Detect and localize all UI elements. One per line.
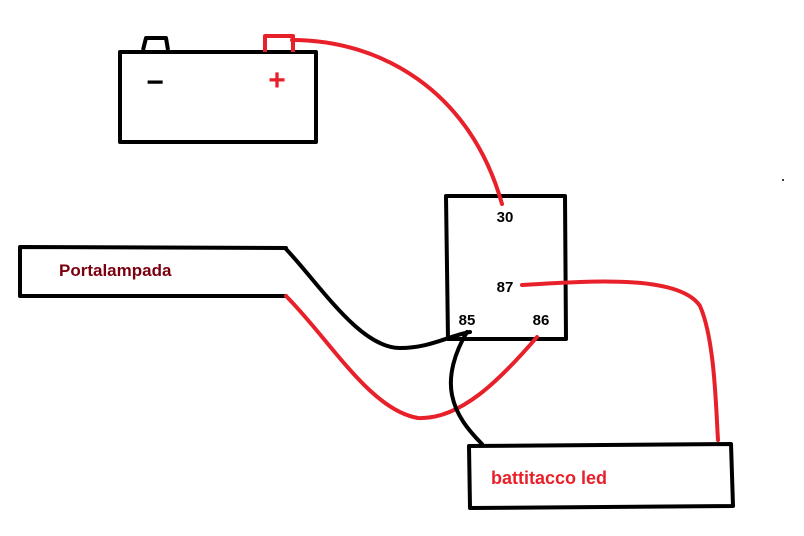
battery-body — [118, 50, 318, 144]
wire-87-to-led — [520, 279, 720, 442]
relay-pin-85: 85 — [459, 312, 476, 329]
wire-85-to-led — [448, 330, 484, 446]
wire-battery-plus-to-30 — [290, 38, 504, 206]
battery-positive-terminal — [263, 34, 295, 52]
stray-dot — [782, 179, 784, 181]
lampholder-outline — [18, 245, 288, 298]
relay: 30 87 85 86 — [444, 194, 568, 341]
relay-pin-86: 86 — [533, 312, 550, 329]
relay-body — [444, 194, 568, 341]
wire-lampholder-to-86 — [284, 294, 539, 421]
led-strip-label: battitacco led — [491, 468, 607, 488]
battery-plus-sign: + — [268, 64, 286, 97]
led-strip: battitacco led — [467, 442, 735, 510]
relay-pin-87: 87 — [497, 279, 514, 296]
led-strip-outline — [467, 442, 735, 510]
lampholder-label: Portalampada — [59, 261, 172, 280]
battery: − + — [118, 34, 318, 144]
battery-negative-terminal — [141, 36, 170, 51]
relay-pin-30: 30 — [497, 209, 514, 226]
lampholder: Portalampada — [18, 245, 288, 298]
battery-minus-sign: − — [146, 66, 164, 99]
wire-lampholder-to-85 — [284, 247, 472, 350]
wires — [284, 38, 720, 446]
